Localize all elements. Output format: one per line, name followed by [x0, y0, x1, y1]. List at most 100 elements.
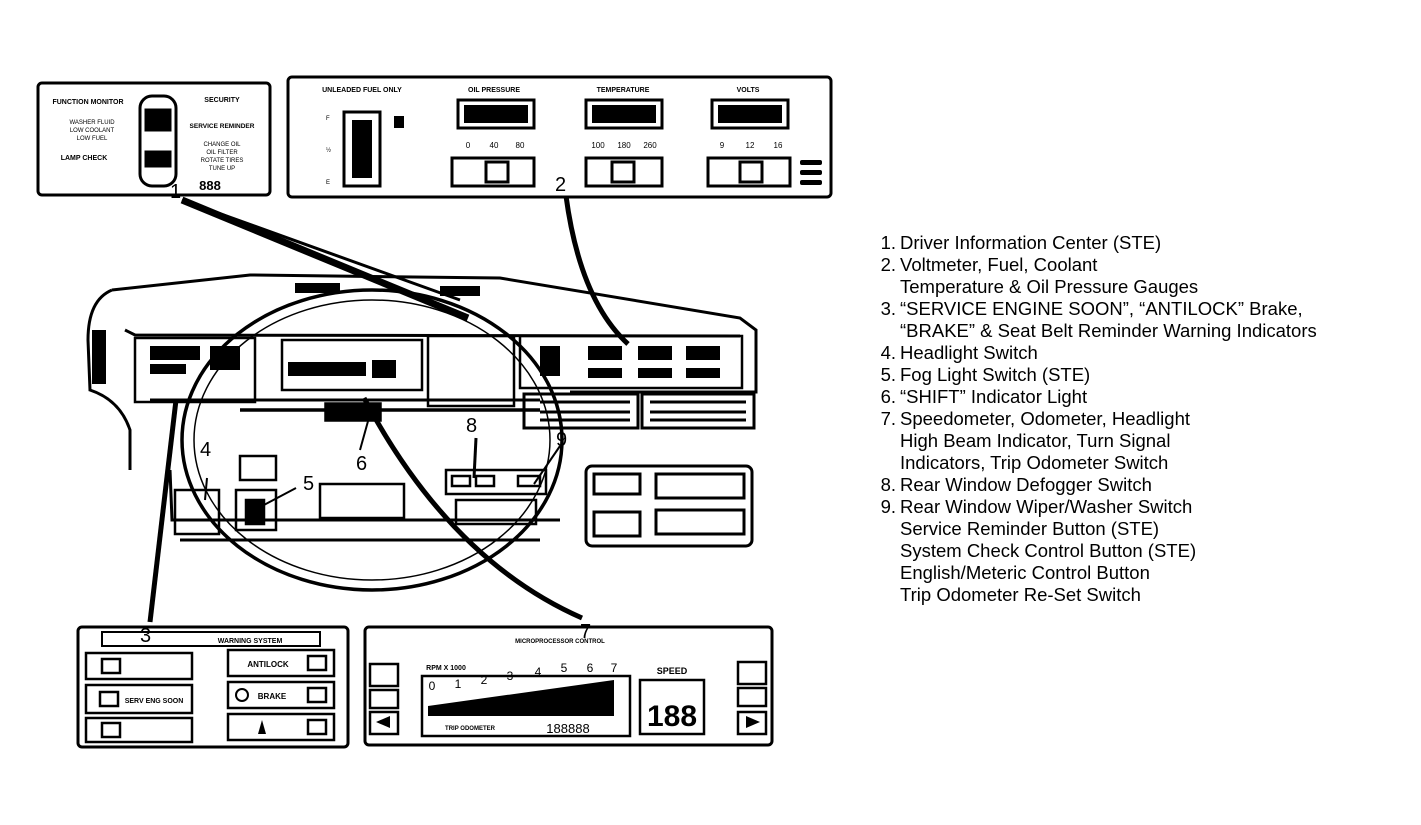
car-top-view-icon [138, 94, 178, 188]
fuel-label: UNLEADED FUEL ONLY [322, 87, 402, 94]
left-vent [92, 330, 106, 384]
brake-label: BRAKE [258, 692, 287, 701]
legend-line: “SERVICE ENGINE SOON”, “ANTILOCK” Brake, [900, 298, 1303, 319]
callout-1: 1 [170, 181, 181, 203]
legend-num: 8. [880, 474, 896, 495]
callout-3: 3 [140, 625, 151, 647]
upper-vents [295, 283, 480, 296]
fuel-pump-icon [394, 116, 404, 128]
trip-odometer-label: TRIP ODOMETER [445, 726, 496, 732]
dic-function-monitor: FUNCTION MONITOR [52, 99, 123, 106]
legend-num: 7. [880, 408, 896, 429]
legend-line: Trip Odometer Re-Set Switch [900, 584, 1141, 605]
legend-item-9: 9. Rear Window Wiper/Washer Switch Servi… [872, 496, 1412, 606]
odometer-digits: 188888 [546, 721, 589, 736]
callout-8: 8 [466, 415, 477, 437]
callout-4: 4 [200, 439, 211, 461]
svg-text:UNLEADED FUEL ONLY: UNLEADED FUEL ONLY [322, 87, 402, 94]
dic-tune-up: TUNE UP [209, 166, 235, 172]
rpm-tick-0: 0 [429, 679, 436, 693]
speed-digits: 188 [647, 700, 697, 733]
callout-5: 5 [303, 473, 314, 495]
callout-7: 7 [580, 621, 591, 643]
dic-lamp-check: LAMP CHECK [61, 155, 108, 162]
dic-digits: 888 [199, 178, 221, 193]
radio-console [584, 464, 754, 548]
legend-item-8: 8. Rear Window Defogger Switch [872, 474, 1412, 496]
leader-lines [147, 195, 630, 623]
callout-9: 9 [556, 429, 567, 451]
rpm-tick-1: 1 [455, 677, 462, 691]
cluster-panel: MICROPROCESSOR CONTROL RPM X 1000 0 1 2 … [363, 625, 774, 747]
lower-switch-cluster [444, 468, 548, 526]
temperature-label: TEMPERATURE [597, 87, 650, 94]
callout-2: 2 [555, 174, 566, 196]
dic-washer-fluid: WASHER FLUID [69, 120, 115, 126]
legend-line: Service Reminder Button (STE) [900, 518, 1160, 539]
battery-icon [738, 160, 764, 184]
rpm-tick-5: 5 [561, 661, 568, 675]
legend-line: Fog Light Switch (STE) [900, 364, 1091, 385]
legend-line: English/Meteric Control Button [900, 562, 1150, 583]
legend-line: Headlight Switch [900, 342, 1038, 363]
legend-num: 3. [880, 298, 896, 319]
dic-service-reminder: SERVICE REMINDER [190, 123, 255, 130]
legend-item-7: 7. Speedometer, Odometer, Headlight High… [872, 408, 1412, 474]
left-turn-icon [376, 716, 390, 728]
steering-wheel [180, 288, 564, 592]
legend-item-5: 5. Fog Light Switch (STE) [872, 364, 1412, 386]
legend-line: Temperature & Oil Pressure Gauges [900, 276, 1199, 297]
dic-rotate-tires: ROTATE TIRES [201, 158, 244, 164]
rpm-tick-4: 4 [535, 665, 542, 679]
oil-tick-0: 0 [466, 141, 471, 150]
antilock-label: ANTILOCK [247, 660, 289, 669]
legend-line: Speedometer, Odometer, Headlight [900, 408, 1191, 429]
dic-security: SECURITY [204, 97, 240, 104]
legend-line: Rear Window Wiper/Washer Switch [900, 496, 1193, 517]
thermometer-icon [610, 160, 636, 184]
dic-change-oil: CHANGE OIL [203, 142, 241, 148]
callout-numbers: 1 2 3 4 5 6 7 8 9 [140, 174, 591, 647]
warning-panel: WARNING SYSTEM ANTILOCK SERV ENG SOON BR… [76, 625, 350, 749]
legend-line: “BRAKE” & Seat Belt Reminder Warning Ind… [900, 320, 1317, 341]
dic-low-fuel: LOW FUEL [77, 136, 108, 142]
gauge-panel: UNLEADED FUEL ONLY F ½ E OIL PRESSURE 0 … [286, 75, 833, 199]
warning-system-title: WARNING SYSTEM [218, 638, 283, 645]
legend-item-1: 1. Driver Information Center (STE) [872, 232, 1412, 254]
legend-line: “SHIFT” Indicator Light [900, 386, 1088, 407]
dic-oil-filter: OIL FILTER [206, 150, 238, 156]
legend-item-4: 4. Headlight Switch [872, 342, 1412, 364]
callout-6: 6 [356, 453, 367, 475]
volts-tick-0: 9 [720, 141, 725, 150]
fuel-e: E [326, 180, 330, 186]
legend-line: Voltmeter, Fuel, Coolant [900, 254, 1098, 275]
legend-item-2: 2. Voltmeter, Fuel, Coolant Temperature … [872, 254, 1412, 298]
dashboard-outline [86, 273, 758, 542]
oil-can-icon [484, 160, 510, 184]
legend-line: Driver Information Center (STE) [900, 232, 1162, 253]
legend-line: System Check Control Button (STE) [900, 540, 1197, 561]
oil-pressure-label: OIL PRESSURE [468, 87, 520, 94]
legend: 1. Driver Information Center (STE) 2. Vo… [872, 232, 1412, 606]
panel-slots [800, 160, 822, 185]
temp-tick-2: 260 [643, 141, 657, 150]
fuel-f: F [326, 116, 330, 122]
panel-details [150, 346, 720, 378]
volts-tick-1: 12 [746, 141, 755, 150]
dic-panel: FUNCTION MONITOR WASHER FLUID LOW COOLAN… [36, 81, 272, 197]
oil-tick-1: 40 [490, 141, 499, 150]
tach-bar [428, 680, 614, 716]
volts-tick-2: 16 [774, 141, 783, 150]
legend-line: Rear Window Defogger Switch [900, 474, 1152, 495]
rpm-tick-2: 2 [481, 673, 488, 687]
volts-label: VOLTS [737, 87, 760, 94]
legend-num: 1. [880, 232, 896, 253]
seatbelt-icon [258, 720, 266, 734]
legend-item-6: 6. “SHIFT” Indicator Light [872, 386, 1412, 408]
rpm-tick-6: 6 [587, 661, 594, 675]
legend-num: 2. [880, 254, 896, 275]
legend-item-3: 3. “SERVICE ENGINE SOON”, “ANTILOCK” Bra… [872, 298, 1412, 342]
dic-low-coolant: LOW COOLANT [70, 128, 115, 134]
legend-line: High Beam Indicator, Turn Signal [900, 430, 1171, 451]
